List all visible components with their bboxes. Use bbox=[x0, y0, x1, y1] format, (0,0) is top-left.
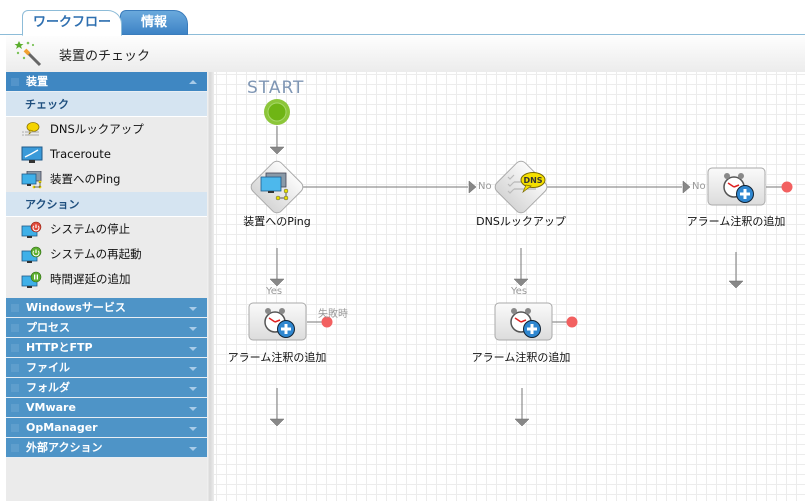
grip-icon bbox=[11, 444, 19, 452]
category-item[interactable]: プロセス bbox=[6, 318, 207, 338]
palette-item-ping-device[interactable]: 装置へのPing bbox=[6, 167, 207, 192]
workflow-header: 装置のチェック bbox=[6, 35, 805, 72]
category-device[interactable]: 装置 bbox=[6, 72, 207, 92]
tab-bar: ワークフロー 情報 bbox=[0, 0, 805, 36]
palette-item-dns-lookup[interactable]: DNSルックアップ bbox=[6, 117, 207, 142]
palette-item-shutdown[interactable]: システムの停止 bbox=[6, 217, 207, 242]
workflow-edges: DNS bbox=[248, 99, 793, 427]
arrow-head bbox=[269, 278, 285, 287]
category-item[interactable]: ファイル bbox=[6, 358, 207, 378]
palette-item-label: Traceroute bbox=[50, 147, 111, 161]
chevron-down-icon bbox=[189, 307, 197, 311]
edge-label-no: No bbox=[478, 181, 492, 192]
chevron-down-icon bbox=[189, 447, 197, 451]
category-item[interactable]: フォルダ bbox=[6, 378, 207, 398]
grip-icon bbox=[11, 344, 19, 352]
edge-label-yes: Yes bbox=[511, 286, 528, 297]
category-label: Windowsサービス bbox=[26, 301, 126, 314]
palette-item-label: 時間遅延の追加 bbox=[50, 272, 131, 286]
workflow-title: 装置のチェック bbox=[59, 49, 151, 64]
failure-dot bbox=[321, 316, 333, 328]
arrow-head bbox=[269, 418, 285, 427]
start-node[interactable] bbox=[264, 99, 290, 125]
edge-label-yes: Yes bbox=[266, 286, 283, 297]
device-ping-icon bbox=[21, 171, 42, 189]
power-stop-icon bbox=[21, 221, 42, 238]
failure-dot bbox=[781, 181, 793, 193]
palette-item-restart[interactable]: システムの再起動 bbox=[6, 242, 207, 267]
edge-label-no: No bbox=[692, 181, 706, 192]
edge-label-on-failure: 失敗時 bbox=[318, 309, 348, 320]
category-label: 装置 bbox=[26, 75, 48, 88]
palette-item-add-delay[interactable]: 時間遅延の追加 bbox=[6, 267, 207, 292]
arrow-head bbox=[682, 180, 691, 194]
power-restart-icon bbox=[21, 246, 42, 263]
palette-item-traceroute[interactable]: Traceroute bbox=[6, 142, 207, 167]
grip-icon bbox=[11, 364, 19, 372]
chevron-down-icon bbox=[189, 327, 197, 331]
start-label: START bbox=[247, 78, 305, 98]
node-dns-lookup[interactable]: DNS bbox=[493, 159, 550, 216]
chevron-up-icon bbox=[189, 80, 197, 84]
tab-workflow[interactable]: ワークフロー bbox=[22, 10, 122, 36]
palette-item-label: 装置へのPing bbox=[50, 172, 121, 186]
group-header-action: アクション bbox=[6, 192, 207, 217]
pause-delay-icon bbox=[21, 271, 42, 288]
category-item[interactable]: HTTPとFTP bbox=[6, 338, 207, 358]
action-palette: 装置 チェック DNSルックアップ Traceroute bbox=[6, 72, 207, 501]
category-label: HTTPとFTP bbox=[26, 341, 93, 354]
splitter-handle[interactable] bbox=[207, 72, 214, 501]
node-label-alarm-left: アラーム注釈の追加 bbox=[227, 351, 327, 364]
chevron-down-icon bbox=[189, 347, 197, 351]
node-ping-device[interactable] bbox=[249, 159, 306, 216]
category-label: プロセス bbox=[26, 321, 70, 334]
palette-item-label: システムの停止 bbox=[50, 222, 131, 236]
category-label: 外部アクション bbox=[26, 441, 103, 454]
grip-icon bbox=[11, 324, 19, 332]
palette-item-label: システムの再起動 bbox=[50, 247, 142, 261]
chevron-down-icon bbox=[189, 427, 197, 431]
node-label-ping: 装置へのPing bbox=[243, 215, 311, 228]
category-label: ファイル bbox=[26, 361, 70, 374]
arrow-head bbox=[269, 146, 285, 155]
group-header-check: チェック bbox=[6, 92, 207, 117]
tab-info[interactable]: 情報 bbox=[120, 10, 188, 35]
category-label: フォルダ bbox=[26, 381, 70, 394]
category-item[interactable]: Windowsサービス bbox=[6, 298, 207, 318]
grip-icon bbox=[11, 424, 19, 432]
category-item[interactable]: 外部アクション bbox=[6, 438, 207, 458]
failure-dot bbox=[566, 316, 578, 328]
node-alarm-right[interactable] bbox=[707, 167, 766, 206]
magic-wand-icon bbox=[14, 41, 42, 67]
workflow-canvas[interactable]: DNS bbox=[214, 72, 805, 501]
node-label-alarm-right: アラーム注釈の追加 bbox=[686, 215, 786, 228]
chevron-down-icon bbox=[189, 387, 197, 391]
dns-badge-text: DNS bbox=[523, 176, 542, 185]
arrow-head bbox=[728, 280, 744, 289]
arrow-head bbox=[514, 418, 530, 427]
palette-item-label: DNSルックアップ bbox=[50, 122, 144, 136]
dns-bubble-icon bbox=[22, 122, 40, 136]
grip-icon bbox=[11, 384, 19, 392]
arrow-head bbox=[468, 180, 477, 194]
node-label-alarm-mid: アラーム注釈の追加 bbox=[471, 351, 571, 364]
node-alarm-left[interactable] bbox=[248, 302, 307, 341]
category-item[interactable]: OpManager bbox=[6, 418, 207, 438]
grip-icon bbox=[11, 78, 19, 86]
grip-icon bbox=[11, 404, 19, 412]
category-item[interactable]: VMware bbox=[6, 398, 207, 418]
chevron-down-icon bbox=[189, 367, 197, 371]
chevron-down-icon bbox=[189, 407, 197, 411]
node-alarm-mid[interactable] bbox=[494, 302, 553, 341]
node-label-dns: DNSルックアップ bbox=[476, 215, 566, 228]
grip-icon bbox=[11, 304, 19, 312]
monitor-trace-icon bbox=[21, 146, 43, 163]
category-label: VMware bbox=[26, 401, 76, 414]
arrow-head bbox=[513, 278, 529, 287]
category-label: OpManager bbox=[26, 421, 98, 434]
